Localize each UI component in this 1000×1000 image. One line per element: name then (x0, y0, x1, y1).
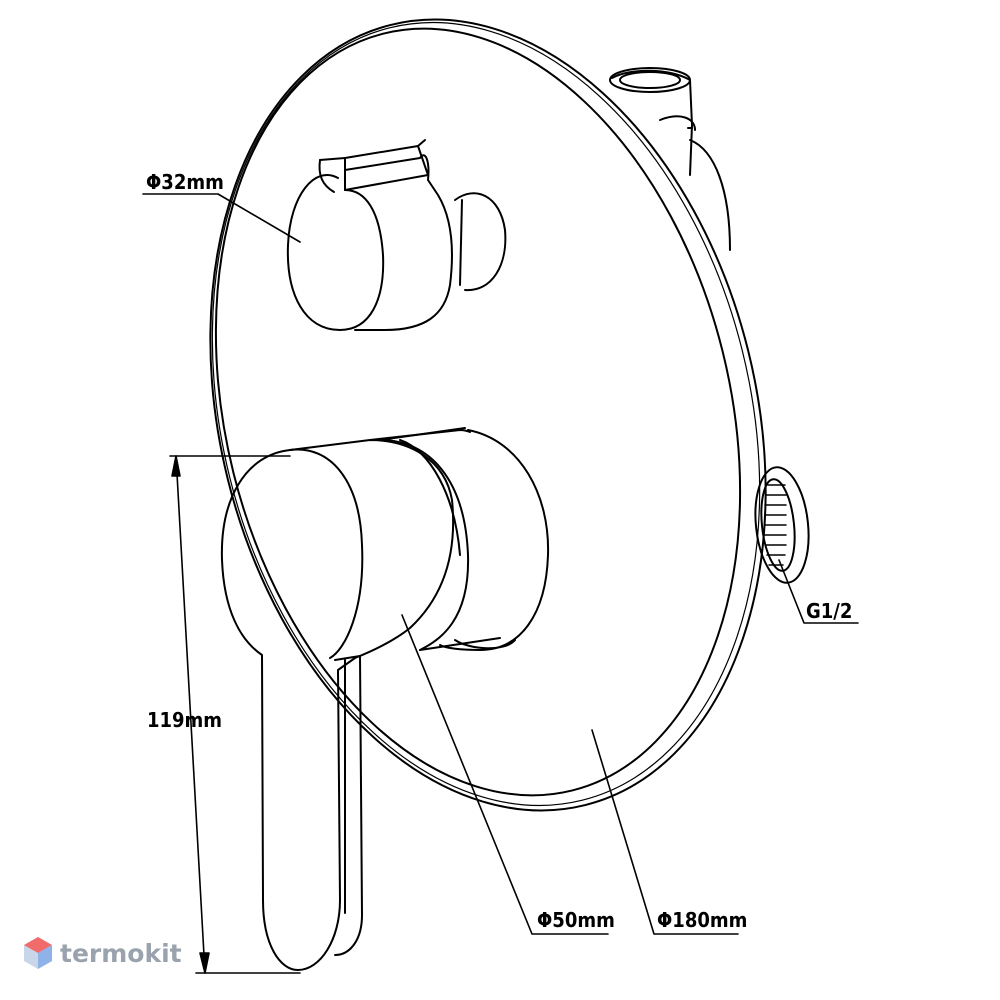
label-plate-diameter: Φ180mm (657, 908, 747, 932)
escutcheon-plate (209, 18, 767, 812)
thread-leader (778, 559, 859, 624)
diverter-knob (286, 139, 507, 331)
plate-leader (591, 729, 739, 935)
lever-handle (220, 429, 471, 971)
label-knob-diameter: Φ32mm (146, 170, 224, 194)
cartridge-body (379, 427, 550, 651)
knob-leader (142, 193, 301, 243)
cartridge-leader (401, 614, 609, 935)
label-thread: G1/2 (806, 599, 852, 623)
watermark-text: termokit (60, 939, 182, 968)
height-dimension (169, 455, 301, 974)
label-cartridge-diameter: Φ50mm (537, 908, 615, 932)
label-lever-height: 119mm (147, 708, 222, 732)
termokit-logo-icon (24, 937, 52, 969)
top-pipe-connector (609, 67, 731, 251)
